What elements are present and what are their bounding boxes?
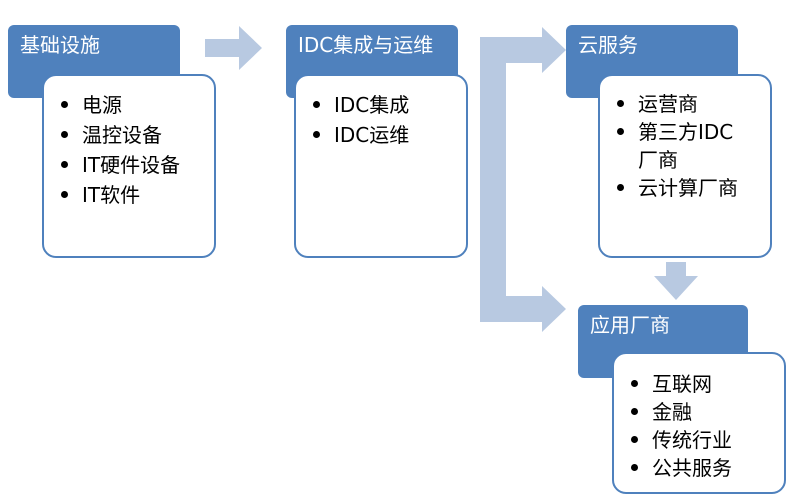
list-item: 互联网 — [630, 370, 784, 398]
cloud-list: 运营商 第三方IDC厂商 云计算厂商 — [616, 90, 770, 202]
list-item: 金融 — [630, 398, 784, 426]
idc-title: IDC集成与运维 — [298, 33, 434, 57]
list-item: IT软件 — [60, 180, 214, 210]
list-item: 电源 — [60, 90, 214, 120]
list-item-text: 第三方IDC厂商 — [638, 120, 734, 172]
infrastructure-list: 电源 温控设备 IT硬件设备 IT软件 — [60, 90, 214, 210]
infrastructure-title: 基础设施 — [20, 33, 100, 57]
application-content: 互联网 金融 传统行业 公共服务 — [612, 352, 786, 494]
list-item: 云计算厂商 — [616, 174, 770, 202]
list-item: 运营商 — [616, 90, 770, 118]
list-item: IDC运维 — [312, 120, 466, 150]
bent-arrow — [480, 27, 566, 332]
infrastructure-content: 电源 温控设备 IT硬件设备 IT软件 — [42, 74, 216, 258]
application-list: 互联网 金融 传统行业 公共服务 — [630, 370, 784, 482]
right-arrow-1 — [205, 26, 262, 70]
list-item: 公共服务 — [630, 454, 784, 482]
list-item: IDC集成 — [312, 90, 466, 120]
idc-list: IDC集成 IDC运维 — [312, 90, 466, 150]
application-title: 应用厂商 — [590, 313, 670, 337]
list-item: 温控设备 — [60, 120, 214, 150]
list-item: IT硬件设备 — [60, 150, 214, 180]
down-arrow — [654, 262, 698, 300]
list-item: 传统行业 — [630, 426, 784, 454]
list-item: 第三方IDC厂商 — [616, 118, 770, 174]
cloud-content: 运营商 第三方IDC厂商 云计算厂商 — [598, 74, 772, 258]
idc-content: IDC集成 IDC运维 — [294, 74, 468, 258]
cloud-title: 云服务 — [578, 33, 638, 57]
